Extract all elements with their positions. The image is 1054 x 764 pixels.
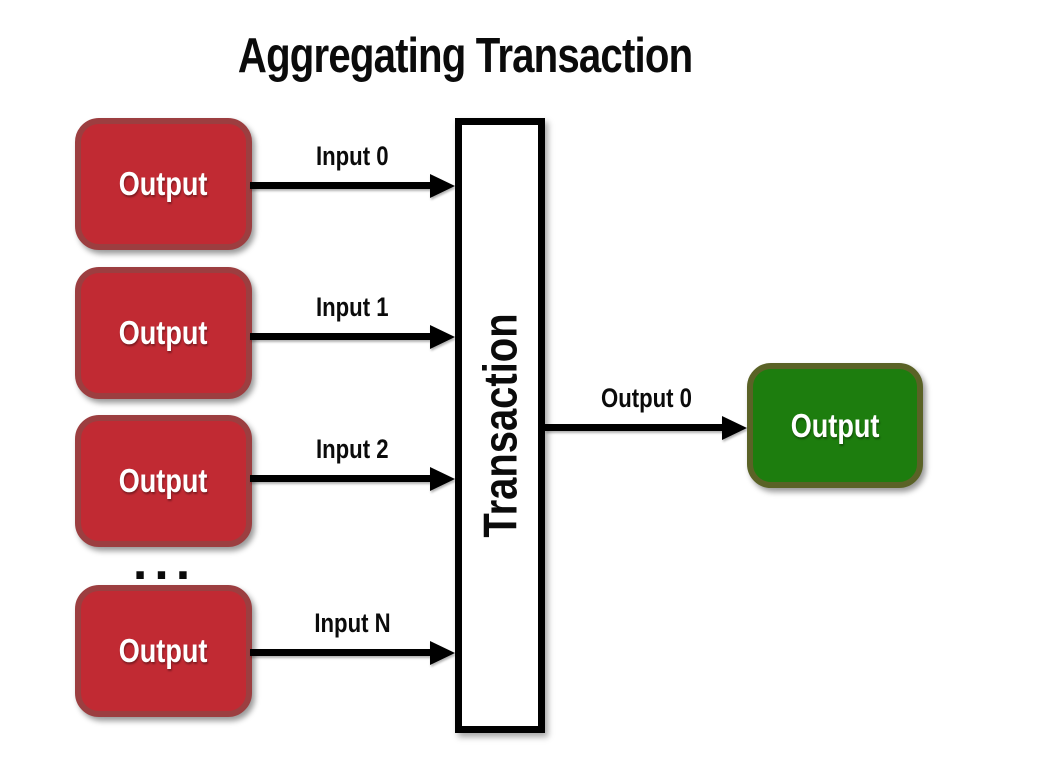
output-0-label-text: Output 0 <box>600 383 692 413</box>
transaction-box: Transaction <box>455 118 545 733</box>
source-output-box-n: Output <box>75 585 252 717</box>
source-output-label-2: Output <box>119 462 208 499</box>
diagram-title-text: Aggregating Transaction <box>237 29 693 83</box>
input-0-arrow <box>250 173 455 198</box>
input-2-arrow-shaft <box>250 475 431 482</box>
source-output-box-0: Output <box>75 118 252 250</box>
more-outputs-ellipsis: ... <box>132 533 198 591</box>
source-output-label-0: Output <box>119 165 208 202</box>
input-0-arrow-shaft <box>250 182 431 189</box>
transaction-label: Transaction <box>473 313 527 538</box>
destination-output-box: Output <box>747 363 923 488</box>
output-0-arrow-shaft <box>545 424 723 431</box>
source-output-box-2: Output <box>75 415 252 547</box>
input-n-label: Input N <box>250 608 455 639</box>
input-2-arrow <box>250 466 455 491</box>
input-2-label: Input 2 <box>250 434 455 465</box>
diagram-title: Aggregating Transaction <box>0 28 930 84</box>
input-1-label-text: Input 1 <box>316 292 389 322</box>
input-n-arrowhead-icon <box>430 640 455 665</box>
input-n-arrow-shaft <box>250 649 431 656</box>
output-0-arrow <box>545 415 747 440</box>
input-1-label: Input 1 <box>250 292 455 323</box>
output-0-arrowhead-icon <box>722 415 747 440</box>
input-2-label-text: Input 2 <box>316 434 389 464</box>
input-1-arrow-shaft <box>250 333 431 340</box>
input-0-label: Input 0 <box>250 141 455 172</box>
input-n-label-text: Input N <box>314 608 391 638</box>
input-0-label-text: Input 0 <box>316 141 389 171</box>
source-output-box-1: Output <box>75 267 252 399</box>
input-0-arrowhead-icon <box>430 173 455 198</box>
source-output-label-1: Output <box>119 314 208 351</box>
output-0-label: Output 0 <box>545 383 747 414</box>
input-2-arrowhead-icon <box>430 466 455 491</box>
input-n-arrow <box>250 640 455 665</box>
source-output-label-n: Output <box>119 632 208 669</box>
input-1-arrow <box>250 324 455 349</box>
input-1-arrowhead-icon <box>430 324 455 349</box>
destination-output-label: Output <box>790 406 880 444</box>
